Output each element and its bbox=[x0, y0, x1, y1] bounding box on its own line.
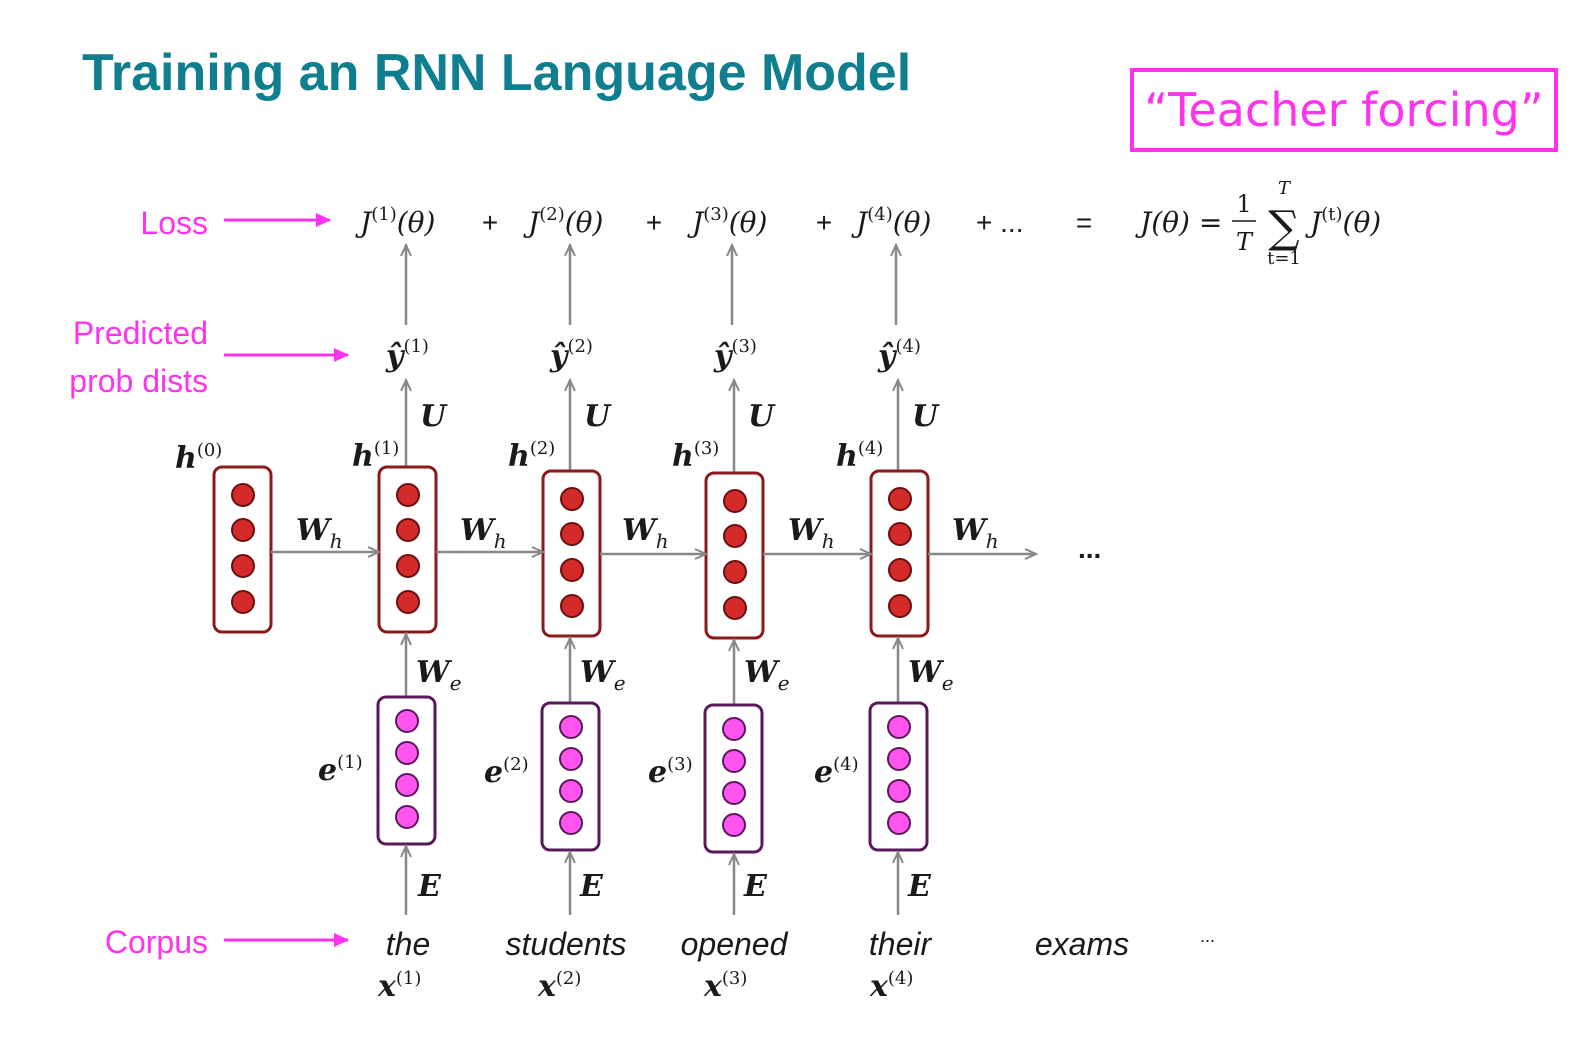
prediction-label-2: ŷ(2) bbox=[549, 336, 593, 374]
input-label-1: x(1) bbox=[377, 968, 421, 1004]
teacher-forcing-box bbox=[1130, 68, 1558, 152]
e-matrix-label-4: E bbox=[907, 869, 932, 904]
embedding-vector-2 bbox=[540, 701, 601, 852]
total-loss-lhs: J(θ) = bbox=[1135, 206, 1222, 239]
fraction-denominator: T bbox=[1236, 228, 1254, 256]
embedding-label-2: e(2) bbox=[484, 754, 529, 790]
plus-operator-1: + bbox=[482, 207, 498, 238]
hidden-state-0 bbox=[212, 465, 273, 634]
u-matrix-label-2: U bbox=[584, 399, 612, 434]
svg-text:J(2)(θ): J(2)(θ) bbox=[523, 204, 603, 239]
equals-operator: = bbox=[1076, 207, 1092, 238]
hidden-label-0: h(0) bbox=[175, 440, 222, 476]
hidden-state-2 bbox=[541, 469, 602, 638]
predicted-label-line1: Predicted bbox=[73, 315, 208, 351]
hidden-state-4 bbox=[869, 469, 930, 638]
corpus-word-1: the bbox=[386, 926, 430, 962]
chain-ellipsis: ... bbox=[1078, 533, 1101, 564]
hidden-label-3: h(3) bbox=[672, 438, 719, 474]
wh-label-1: Wh bbox=[460, 513, 507, 553]
loss-term-4: J(4)(θ) bbox=[851, 204, 931, 239]
teacher-forcing-label: “Teacher forcing” bbox=[1144, 83, 1543, 137]
embedding-label-4: e(4) bbox=[814, 754, 859, 790]
wh-label-2: Wh bbox=[622, 513, 669, 553]
loss-term-1: J(1)(θ) bbox=[355, 204, 435, 239]
e-matrix-label-2: E bbox=[579, 869, 604, 904]
plus-operator-3: + bbox=[816, 207, 832, 238]
we-label-3: We bbox=[744, 655, 790, 695]
input-label-2: x(2) bbox=[537, 968, 581, 1004]
embedding-label-3: e(3) bbox=[648, 754, 693, 790]
wh-label-4: Wh bbox=[952, 513, 999, 553]
input-label-4: x(4) bbox=[869, 968, 913, 1004]
plus-ellipsis-operator: + ... bbox=[976, 207, 1023, 238]
input-label-3: x(3) bbox=[703, 968, 747, 1004]
u-matrix-label-3: U bbox=[748, 399, 776, 434]
sum-term: J(t)(θ) bbox=[1305, 204, 1381, 239]
embedding-vector-1 bbox=[376, 695, 437, 846]
loss-term-2: J(2)(θ) bbox=[523, 204, 603, 239]
embedding-vector-3 bbox=[703, 703, 764, 854]
corpus-word-5: exams bbox=[1035, 926, 1129, 962]
embedding-label-1: e(1) bbox=[318, 752, 363, 788]
u-matrix-label-1: U bbox=[420, 399, 448, 434]
hidden-label-2: h(2) bbox=[508, 438, 555, 474]
corpus-word-4: their bbox=[869, 926, 933, 962]
corpus-ellipsis: ... bbox=[1200, 926, 1215, 946]
page-title: Training an RNN Language Model bbox=[82, 44, 911, 102]
svg-text:J(3)(θ): J(3)(θ) bbox=[687, 204, 767, 239]
we-label-2: We bbox=[580, 655, 626, 695]
svg-text:J(4)(θ): J(4)(θ) bbox=[851, 204, 931, 239]
sum-symbol: ∑ bbox=[1268, 202, 1299, 253]
total-loss-formula: J(θ) = 1 T T ∑ t=1 J(t)(θ) bbox=[1135, 178, 1381, 269]
wh-label-3: Wh bbox=[788, 513, 835, 553]
embedding-vector-4 bbox=[868, 701, 929, 852]
u-matrix-label-4: U bbox=[912, 399, 940, 434]
wh-label-0: Wh bbox=[296, 513, 343, 553]
hidden-label-1: h(1) bbox=[352, 438, 399, 474]
we-label-1: We bbox=[416, 655, 462, 695]
predicted-label-line2: prob dists bbox=[69, 363, 208, 399]
hidden-state-3 bbox=[704, 471, 765, 640]
hidden-state-1 bbox=[377, 465, 438, 634]
sum-upper-limit: T bbox=[1278, 178, 1292, 199]
svg-text:J(1)(θ): J(1)(θ) bbox=[355, 204, 435, 239]
prediction-label-1: ŷ(1) bbox=[385, 336, 429, 374]
hidden-label-4: h(4) bbox=[836, 438, 883, 474]
prediction-label-3: ŷ(3) bbox=[713, 336, 757, 374]
prediction-label-4: ŷ(4) bbox=[877, 336, 921, 374]
corpus-label: Corpus bbox=[105, 924, 208, 960]
e-matrix-label-3: E bbox=[743, 869, 768, 904]
e-matrix-label-1: E bbox=[417, 869, 442, 904]
corpus-word-2: students bbox=[506, 926, 627, 962]
loss-label: Loss bbox=[140, 205, 208, 241]
corpus-word-3: opened bbox=[681, 926, 789, 962]
we-label-4: We bbox=[908, 655, 954, 695]
loss-term-3: J(3)(θ) bbox=[687, 204, 767, 239]
plus-operator-2: + bbox=[646, 207, 662, 238]
sum-lower-limit: t=1 bbox=[1267, 248, 1301, 269]
fraction-numerator: 1 bbox=[1236, 190, 1251, 218]
